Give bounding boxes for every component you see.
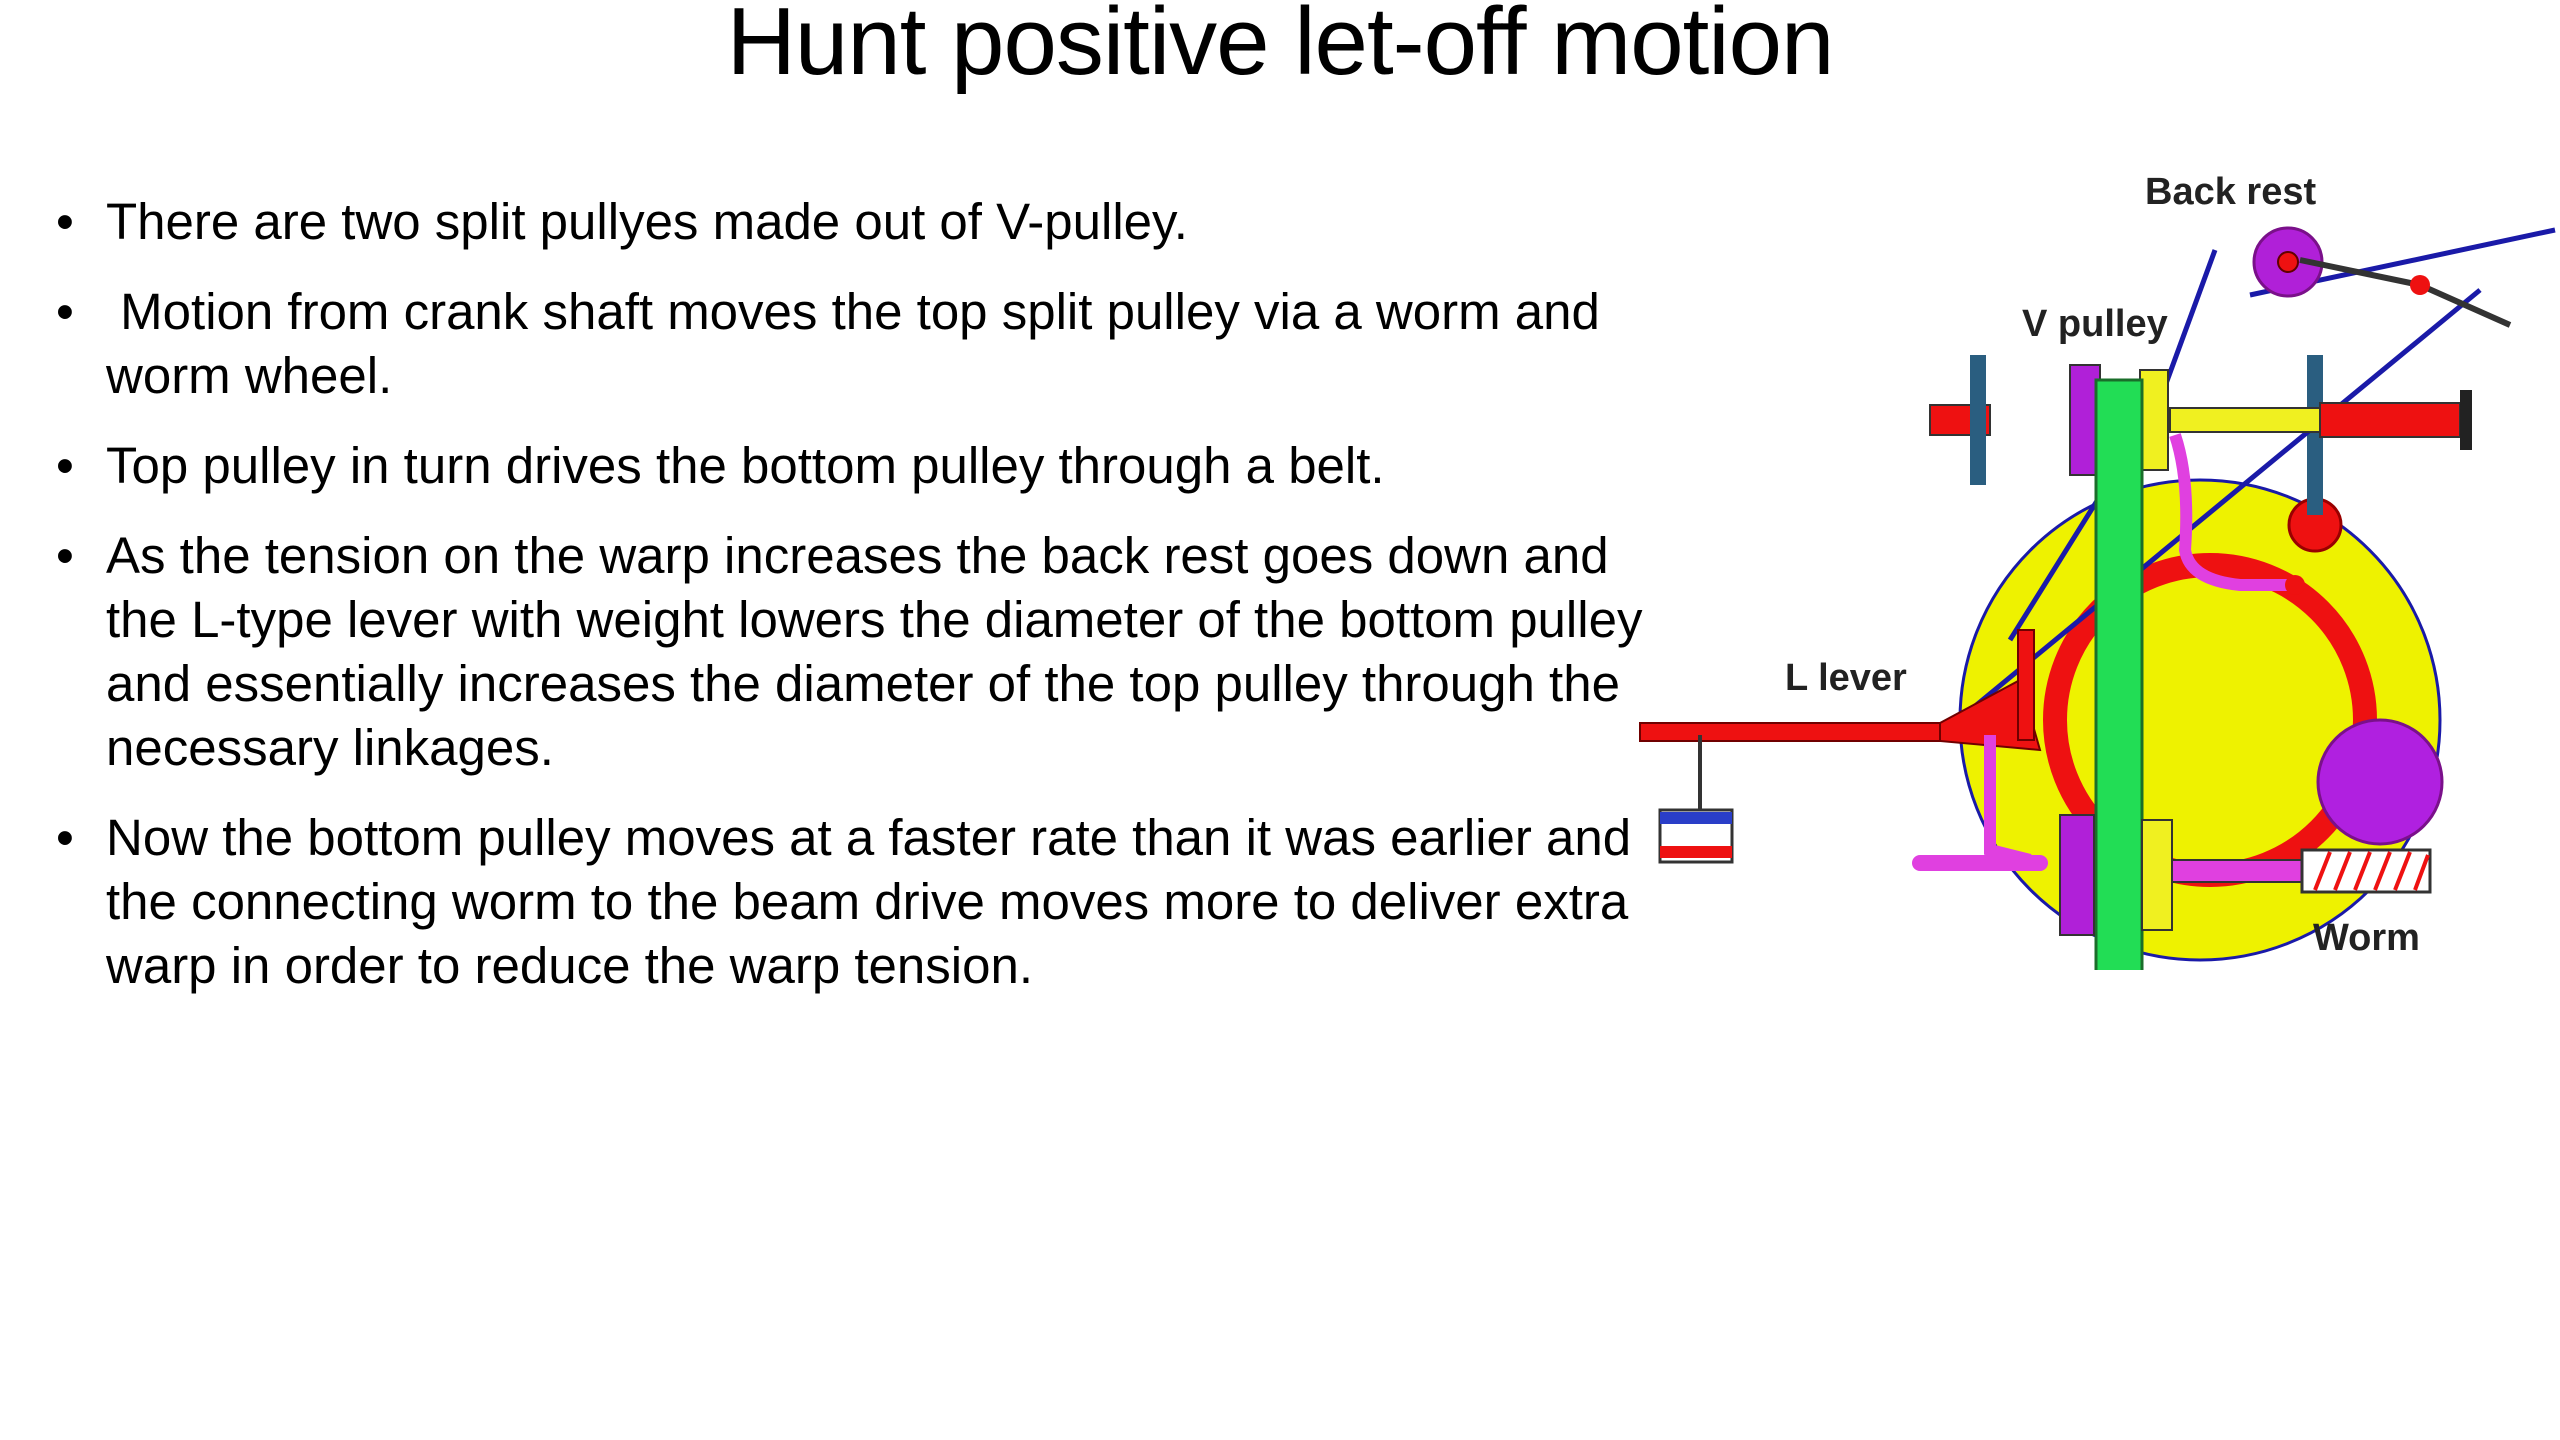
bullet-marker: • [56,437,74,494]
belt [2094,378,2144,970]
worm-thread [2313,851,2430,891]
top-bearing-left [1970,355,1986,485]
slide-title: Hunt positive let-off motion [726,0,1835,95]
warp-line [2157,249,2218,401]
bottom-pulley-half-right [2141,819,2173,931]
top-shaft-end [2460,390,2472,450]
link-pivot [2285,575,2305,595]
bullet-marker: • [56,193,74,250]
bullet-text: Now the bottom pulley moves at a faster … [106,809,1632,994]
label-l-lever: L lever [1785,657,1907,699]
bullet-text: Motion from crank shaft moves the top sp… [106,283,1614,404]
bullet-list: • There are two split pullyes made out of… [52,190,1652,1024]
bullet-marker: • [56,809,74,866]
connecting-link [2169,433,2290,591]
back-rest-arm [2299,257,2421,288]
bullet-marker: • [56,527,74,584]
l-lever-bend [1939,678,2042,752]
bottom-shaft [2171,859,2303,883]
lever-weight-band [1660,812,1732,824]
let-off-mechanism-diagram: Back rest V pulley L lever Worm [1639,171,2556,970]
label-v-pulley: V pulley [2022,303,2168,345]
bullet-item: • Top pulley in turn drives the bottom pu… [52,434,1652,498]
label-back-rest: Back rest [2145,171,2316,213]
bullet-text: Top pulley in turn drives the bottom pul… [106,437,1385,494]
bullet-marker: • [56,283,74,340]
support-bar [2307,355,2323,515]
bullet-text: There are two split pullyes made out of … [106,193,1188,250]
label-worm: Worm [2313,917,2420,959]
l-lever-arm [1639,722,1941,742]
top-shaft-threaded [2319,402,2461,438]
bullet-item: • As the tension on the warp increases th… [52,524,1652,780]
lever-weight-band [1660,846,1732,858]
back-rest-center [2277,251,2299,273]
bottom-pulley-half-left [2059,814,2095,936]
l-lever-upright [2017,629,2035,741]
weight-ball [2316,718,2444,846]
back-rest-arm [2418,282,2512,328]
bullet-text: As the tension on the warp increases the… [106,527,1643,776]
bullet-item: • Now the bottom pulley moves at a faster… [52,806,1652,998]
top-pulley-half-right [2139,369,2169,471]
top-shaft-right [2169,407,2321,433]
bullet-item: • Motion from crank shaft moves the top … [52,280,1652,408]
back-rest-pivot [2410,275,2430,295]
bullet-item: • There are two split pullyes made out of… [52,190,1652,254]
